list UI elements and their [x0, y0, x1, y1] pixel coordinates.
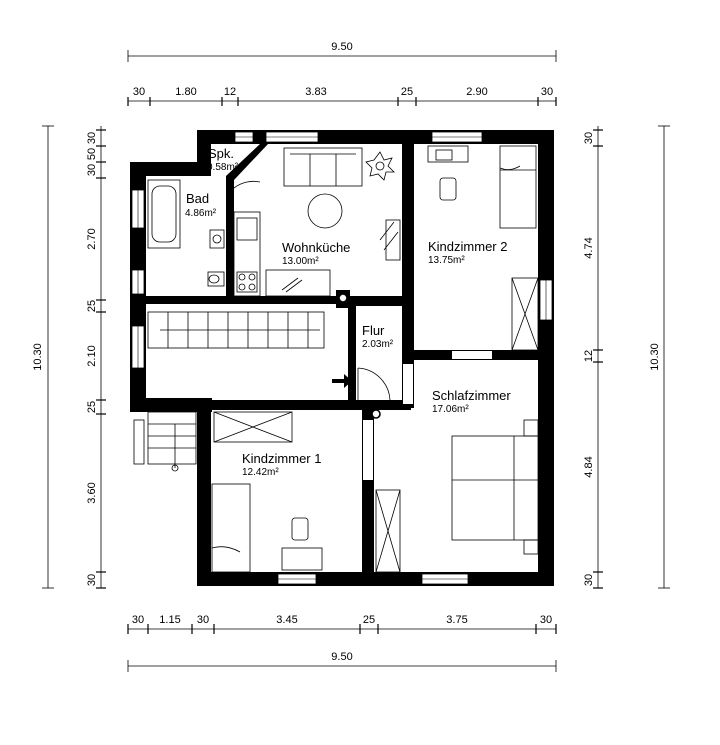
dim-left-seg: 50 — [86, 148, 98, 160]
room-area-kind1: 12.42m² — [242, 467, 279, 478]
room-name-kind1: Kindzimmer 1 — [242, 451, 321, 466]
dim-left-seg: 30 — [86, 132, 98, 144]
dim-bottom-seg: 25 — [363, 614, 375, 626]
room-labels: Spk. 0.58m² Bad 4.86m² Wohnküche 13.00m²… — [185, 146, 511, 478]
room-name-schlaf: Schlafzimmer — [432, 388, 511, 403]
stove-icon — [236, 271, 258, 293]
window-glazing — [137, 136, 547, 580]
kind2-bed-icon — [499, 145, 537, 229]
dimension-labels: 9.50 30 1.80 12 3.83 25 2.90 30 30 1.15 … — [32, 41, 661, 663]
dim-right-total: 10.30 — [649, 343, 661, 371]
fixtures — [133, 145, 539, 573]
dim-right-seg: 12 — [583, 350, 595, 362]
dim-bottom-seg: 30 — [197, 614, 209, 626]
kind1-wardrobe-icon — [213, 411, 293, 443]
kueche-door-swing — [233, 180, 261, 189]
dim-top-seg: 30 — [541, 86, 553, 98]
dim-left-seg: 2.10 — [86, 345, 98, 366]
dim-top-seg: 3.83 — [305, 86, 326, 98]
dining-table-icon — [307, 193, 343, 229]
room-area-kind2: 13.75m² — [428, 255, 465, 266]
room-name-flur: Flur — [362, 323, 385, 338]
dim-left-seg: 25 — [86, 300, 98, 312]
entrance-arrow-icon — [332, 374, 352, 388]
watermark: www.grundriss.com — [198, 498, 208, 577]
plant-icon — [365, 151, 395, 181]
room-area-wohnkueche: 13.00m² — [282, 256, 319, 267]
dim-left-total: 10.30 — [32, 343, 44, 371]
dim-bottom-seg: 30 — [132, 614, 144, 626]
dim-top-seg: 25 — [401, 86, 413, 98]
dim-right-seg: 4.74 — [583, 237, 595, 258]
sink-icon — [209, 229, 225, 249]
dim-right-seg: 30 — [583, 132, 595, 144]
kind1-desk-icon — [281, 547, 323, 571]
dim-left-seg: 2.70 — [86, 228, 98, 249]
dim-left-seg: 30 — [86, 574, 98, 586]
staircase — [147, 311, 325, 349]
dim-top-seg: 12 — [224, 86, 236, 98]
double-bed-icon — [451, 435, 539, 541]
dim-bottom-seg: 30 — [540, 614, 552, 626]
schlaf-wardrobe-icon — [375, 489, 401, 573]
kind2-wardrobe-icon — [511, 277, 539, 351]
kind1-bed-icon — [211, 483, 251, 573]
door-hinges — [338, 293, 381, 419]
kind1-chair-icon — [291, 517, 309, 541]
room-name-bad: Bad — [186, 191, 209, 206]
dimension-lines — [42, 50, 670, 672]
dim-right-seg: 30 — [583, 574, 595, 586]
dim-left-seg: 30 — [86, 164, 98, 176]
sofa-icon — [283, 147, 363, 187]
toilet-icon — [207, 271, 225, 287]
dim-bottom-total: 9.50 — [331, 651, 352, 663]
flur-door-swing — [357, 367, 391, 401]
room-area-flur: 2.03m² — [362, 339, 394, 350]
kueche-desk-icon — [385, 219, 401, 261]
dim-top-seg: 1.80 — [175, 86, 196, 98]
dim-left-seg: 25 — [86, 401, 98, 413]
room-name-wohnkueche: Wohnküche — [282, 240, 350, 255]
dim-left-seg: 3.60 — [86, 482, 98, 503]
spk-diagonal-wall — [226, 144, 268, 180]
dim-bottom-seg: 1.15 — [159, 614, 180, 626]
kind2-chair-icon — [439, 177, 457, 201]
room-area-schlaf: 17.06m² — [432, 404, 469, 415]
kitchen-counter — [233, 211, 261, 297]
dim-bottom-seg: 3.75 — [446, 614, 467, 626]
room-name-kind2: Kindzimmer 2 — [428, 239, 507, 254]
dim-right-seg: 4.84 — [583, 456, 595, 477]
dim-top-total: 9.50 — [331, 41, 352, 53]
dim-top-seg: 2.90 — [466, 86, 487, 98]
entrance-stairs — [133, 411, 197, 472]
dim-top-seg: 30 — [133, 86, 145, 98]
room-area-spk: 0.58m² — [207, 162, 239, 173]
room-name-spk: Spk. — [208, 146, 234, 161]
bathtub-icon — [147, 179, 181, 249]
room-area-bad: 4.86m² — [185, 208, 217, 219]
dim-bottom-seg: 3.45 — [276, 614, 297, 626]
kind2-desk-icon — [427, 145, 469, 163]
